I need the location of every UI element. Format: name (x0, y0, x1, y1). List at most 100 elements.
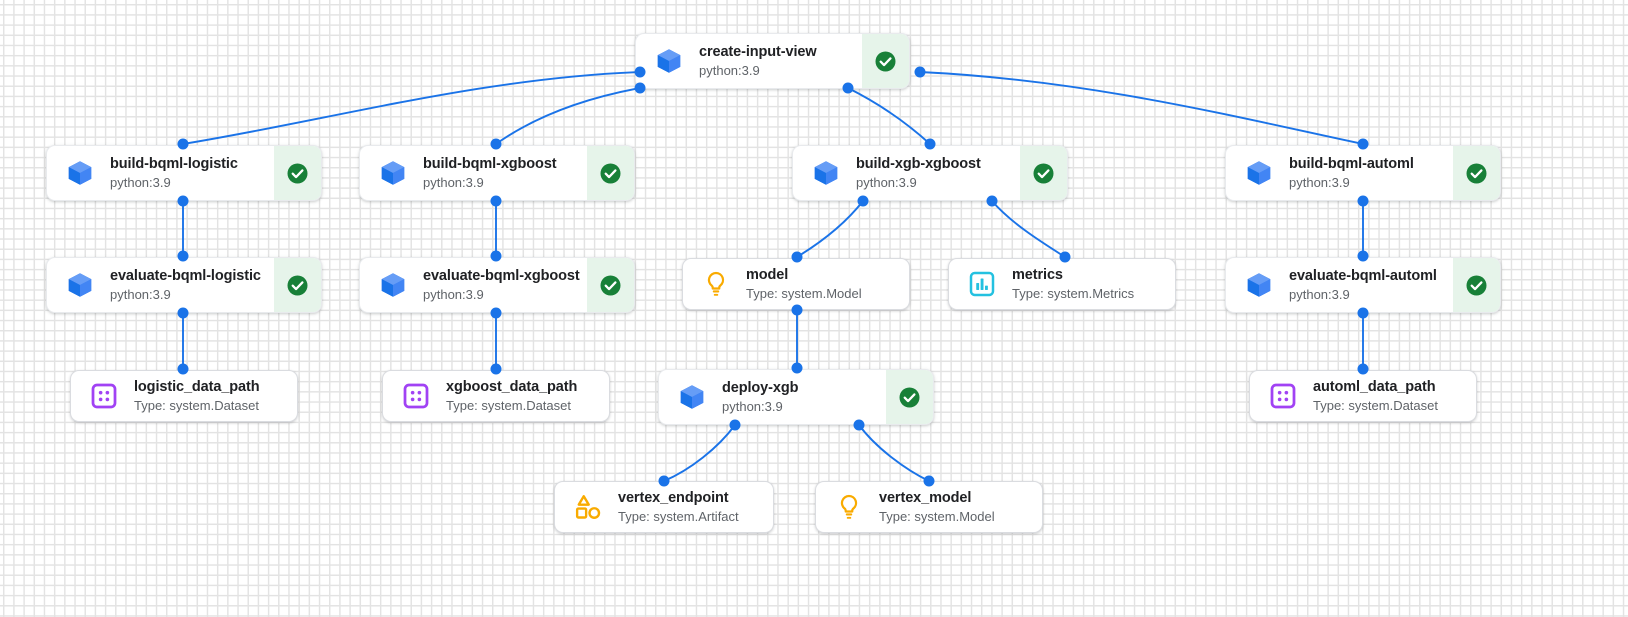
edge-connector-dot[interactable] (842, 82, 854, 94)
status-badge[interactable] (1020, 146, 1067, 200)
bar-chart-icon (969, 271, 995, 297)
dataset-icon (87, 379, 121, 413)
edge-connector-dot[interactable] (634, 82, 646, 94)
edge-connector-dot[interactable] (634, 66, 646, 78)
edge-connector-dot[interactable] (490, 138, 502, 150)
status-badge[interactable] (1453, 146, 1500, 200)
edge-connector-dot[interactable] (177, 307, 189, 319)
edge-connector-dot[interactable] (177, 138, 189, 150)
node-title: build-bqml-xgboost (423, 156, 557, 172)
dataset-icon (1266, 379, 1300, 413)
node-subtitle: Type: system.Model (879, 509, 995, 524)
status-badge[interactable] (587, 146, 634, 200)
edge-connector-dot[interactable] (1059, 251, 1071, 263)
status-badge[interactable] (1453, 258, 1500, 312)
node-subtitle: python:3.9 (423, 175, 484, 190)
cube-icon (680, 385, 704, 409)
cube-icon (63, 268, 97, 302)
cube-icon (1247, 161, 1271, 185)
edge-deploy-xgb-to-vertex_model (858, 424, 930, 482)
node-title: evaluate-bqml-logistic (110, 268, 261, 284)
edge-connector-dot[interactable] (177, 363, 189, 375)
edge-connector-dot[interactable] (658, 475, 670, 487)
node-subtitle: python:3.9 (856, 175, 917, 190)
edge-connector-dot[interactable] (791, 251, 803, 263)
node-build-bqml-xgboost[interactable]: build-bqml-xgboost python:3.9 (359, 145, 635, 201)
node-subtitle: python:3.9 (699, 63, 760, 78)
lightbulb-icon (832, 490, 866, 524)
edge-connector-dot[interactable] (490, 195, 502, 207)
edge-connector-dot[interactable] (1357, 363, 1369, 375)
node-evaluate-bqml-logistic[interactable]: evaluate-bqml-logistic python:3.9 (46, 257, 322, 313)
status-badge[interactable] (274, 258, 321, 312)
edge-connector-dot[interactable] (791, 362, 803, 374)
edge-connector-dot[interactable] (490, 250, 502, 262)
status-badge[interactable] (886, 370, 933, 424)
cube-icon (1247, 273, 1271, 297)
edge-connector-dot[interactable] (729, 419, 741, 431)
edge-connector-dot[interactable] (1357, 195, 1369, 207)
edge-connector-dot[interactable] (924, 138, 936, 150)
edge-connector-dot[interactable] (857, 195, 869, 207)
dataset-icon (1270, 383, 1296, 409)
edge-connector-dot[interactable] (490, 307, 502, 319)
status-badge[interactable] (587, 258, 634, 312)
edge-create-input-view-to-build-xgb-xgboost (847, 87, 931, 145)
edge-connector-dot[interactable] (986, 195, 998, 207)
edge-connector-dot[interactable] (177, 195, 189, 207)
check-circle-icon (1466, 163, 1487, 183)
cube-icon (381, 161, 405, 185)
edge-connector-dot[interactable] (914, 66, 926, 78)
node-title: evaluate-bqml-xgboost (423, 268, 580, 284)
cube-icon (657, 49, 681, 73)
edge-connector-dot[interactable] (853, 419, 865, 431)
shapes-icon (571, 490, 605, 524)
edge-connector-dot[interactable] (1357, 250, 1369, 262)
node-title: logistic_data_path (134, 379, 260, 395)
edge-connector-dot[interactable] (177, 250, 189, 262)
status-badge[interactable] (862, 34, 909, 88)
cube-icon (675, 380, 709, 414)
bar-chart-icon (965, 267, 999, 301)
edge-connector-dot[interactable] (791, 304, 803, 316)
check-circle-icon (600, 275, 621, 295)
dataset-icon (399, 379, 433, 413)
node-subtitle: python:3.9 (110, 175, 171, 190)
status-badge[interactable] (274, 146, 321, 200)
node-subtitle: Type: system.Dataset (134, 398, 259, 413)
edge-connector-dot[interactable] (490, 363, 502, 375)
cube-icon (652, 44, 686, 78)
lightbulb-icon (707, 271, 725, 296)
edge-connector-dot[interactable] (1357, 307, 1369, 319)
edge-connector-dot[interactable] (1357, 138, 1369, 150)
edge-connector-dot[interactable] (923, 475, 935, 487)
node-subtitle: python:3.9 (110, 287, 171, 302)
